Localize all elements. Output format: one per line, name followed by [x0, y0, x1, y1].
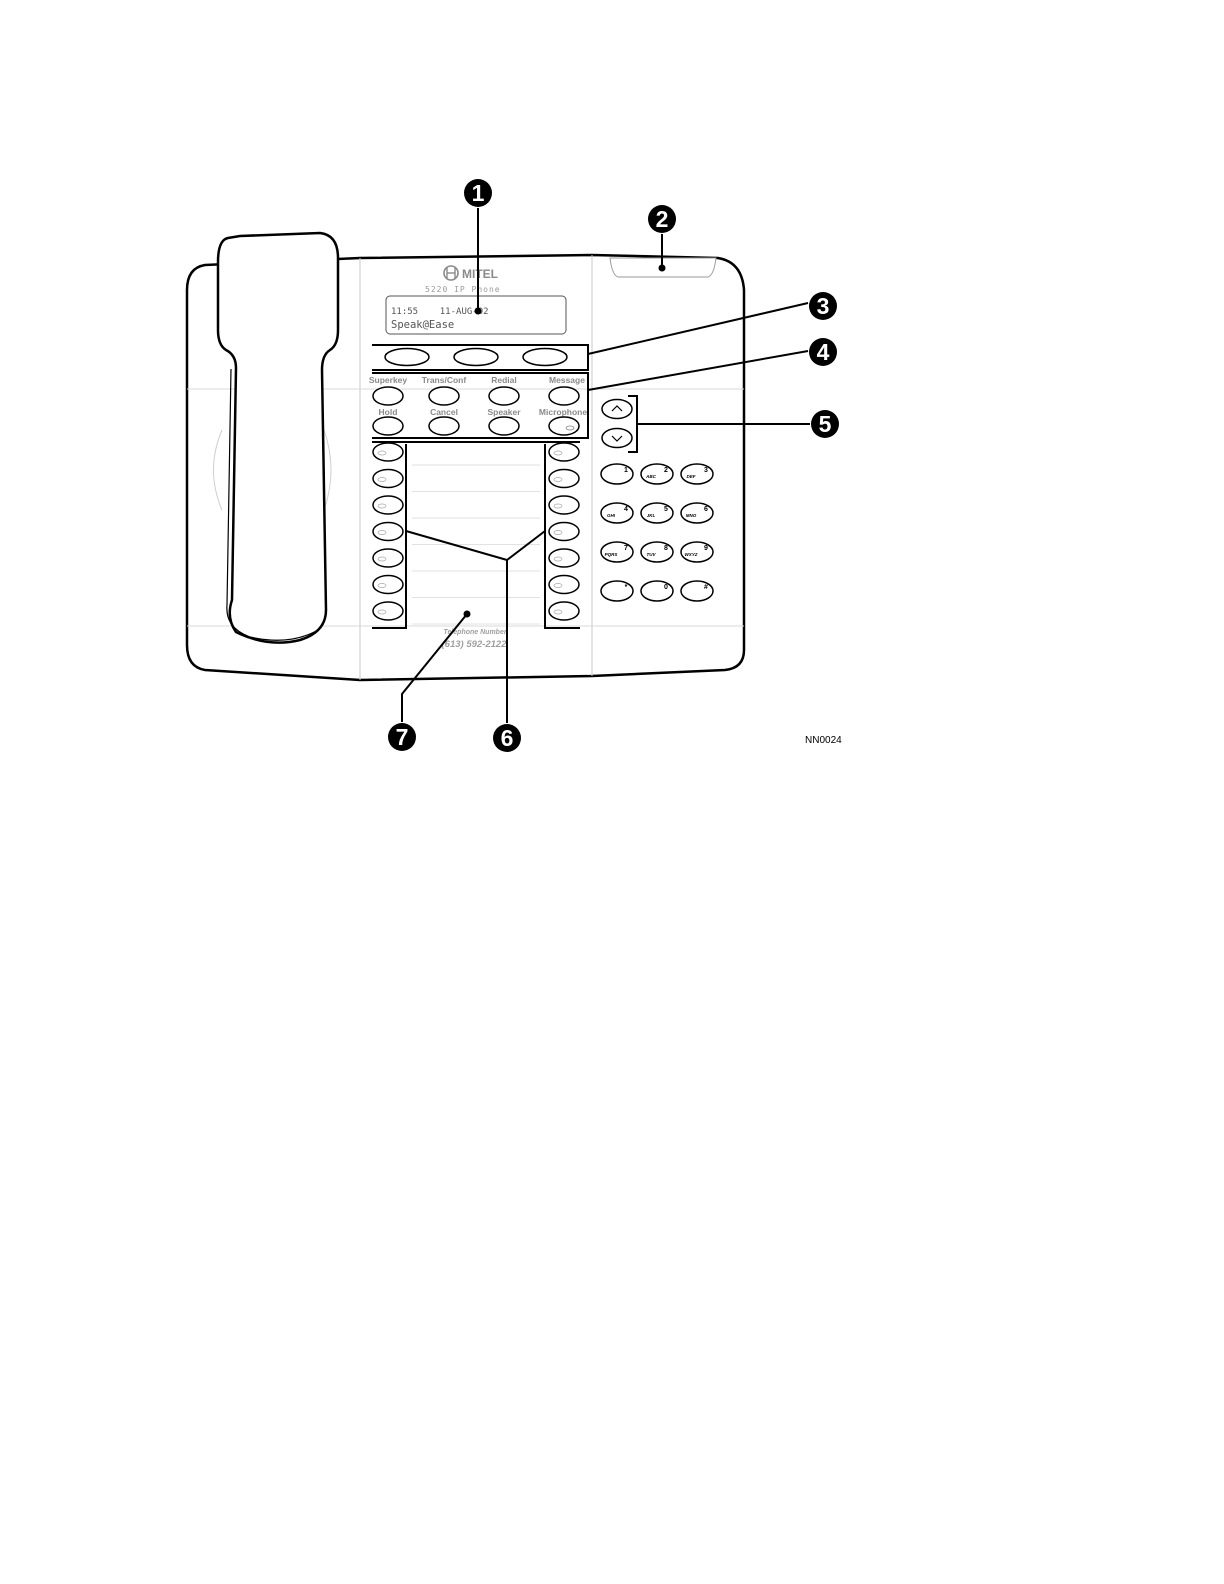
dial-key-digit: 4 [624, 506, 628, 513]
dial-key-letters: JKL [647, 513, 656, 518]
callout-5: 5 [811, 410, 839, 438]
handset[interactable] [218, 233, 338, 643]
feature-label-message: Message [549, 375, 585, 385]
callout-6: 6 [493, 724, 521, 752]
callout-1-endpoint [475, 308, 482, 315]
programmable-key-left-3[interactable] [373, 496, 403, 514]
dial-key-letters: TUV [647, 552, 657, 557]
programmable-key-right-6[interactable] [549, 576, 579, 594]
figure-id: NN0024 [805, 735, 842, 746]
dial-key-digit: 3 [704, 467, 708, 474]
message-button[interactable] [549, 387, 579, 405]
redial-button[interactable] [489, 387, 519, 405]
superkey-button[interactable] [373, 387, 403, 405]
callout-7-endpoint [464, 611, 471, 618]
dial-key-digit: 6 [704, 506, 708, 513]
callout-1: 1 [464, 179, 492, 207]
callout-4: 4 [809, 338, 837, 366]
dial-key-digit: 7 [624, 545, 628, 552]
display-line-2: Speak@Ease [391, 319, 454, 331]
hold-button[interactable] [373, 417, 403, 435]
dial-key-pound[interactable] [681, 581, 713, 601]
programmable-key-left-1[interactable] [373, 443, 403, 461]
programmable-key-left-2[interactable] [373, 470, 403, 488]
feature-label-redial: Redial [491, 375, 517, 385]
softkey-1[interactable] [385, 349, 429, 366]
callout-3-number: 3 [817, 293, 830, 319]
dial-key-digit: * [625, 584, 628, 591]
dial-key-digit: 5 [664, 506, 668, 513]
programmable-key-right-3[interactable] [549, 496, 579, 514]
dial-key-digit: 8 [664, 545, 668, 552]
display-line-1: 11:55 11-AUG-02 [391, 307, 489, 317]
feature-label-hold: Hold [379, 407, 398, 417]
programmable-key-right-4[interactable] [549, 523, 579, 541]
programmable-key-right-1[interactable] [549, 443, 579, 461]
programmable-key-left-4[interactable] [373, 523, 403, 541]
callout-7-number: 7 [396, 724, 409, 750]
dial-key-4[interactable] [601, 503, 633, 523]
programmable-key-right-2[interactable] [549, 470, 579, 488]
programmable-key-left-6[interactable] [373, 576, 403, 594]
speaker-button[interactable] [489, 417, 519, 435]
brand-name: MITEL [462, 267, 498, 281]
volume-up-button[interactable] [602, 400, 632, 419]
programmable-key-left-5[interactable] [373, 549, 403, 567]
feature-label-speaker: Speaker [487, 407, 521, 417]
callout-2-endpoint [659, 265, 666, 272]
dial-key-letters: MNO [686, 513, 697, 518]
dial-key-digit: 1 [624, 467, 628, 474]
dial-key-letters: WXYZ [685, 552, 698, 557]
callout-3: 3 [809, 292, 837, 320]
dial-key-digit: 0 [664, 584, 668, 591]
programmable-key-left-7[interactable] [373, 602, 403, 620]
dial-key-letters: DEF [687, 474, 696, 479]
feature-label-cancel: Cancel [430, 407, 458, 417]
cancel-button[interactable] [429, 417, 459, 435]
microphone-button[interactable] [549, 417, 579, 435]
callout-5-number: 5 [819, 411, 832, 437]
programmable-key-right-5[interactable] [549, 549, 579, 567]
dial-key-1[interactable] [601, 464, 633, 484]
callout-4-number: 4 [817, 339, 830, 365]
callout-2: 2 [648, 205, 676, 233]
trans-conf-button[interactable] [429, 387, 459, 405]
callout-7: 7 [388, 723, 416, 751]
dial-key-letters: PQRS [605, 552, 618, 557]
softkey-3[interactable] [523, 349, 567, 366]
dial-key-star[interactable] [601, 581, 633, 601]
dial-key-digit: 9 [704, 545, 708, 552]
model-name: 5220 IP Phone [425, 285, 501, 294]
feature-label-microphone: Microphone [539, 407, 587, 417]
programmable-key-right-7[interactable] [549, 602, 579, 620]
dial-key-0[interactable] [641, 581, 673, 601]
volume-down-button[interactable] [602, 429, 632, 448]
directory-card-number: (613) 592-2122 [442, 639, 508, 650]
callout-1-number: 1 [472, 180, 485, 206]
callout-2-number: 2 [656, 206, 669, 232]
softkey-2[interactable] [454, 349, 498, 366]
dial-key-letters: ABC [645, 474, 656, 479]
dial-key-digit: 2 [664, 467, 668, 474]
feature-label-superkey: Superkey [369, 375, 408, 385]
callout-6-number: 6 [501, 725, 514, 751]
dial-key-digit: # [704, 584, 708, 591]
dial-key-letters: GHI [607, 513, 616, 518]
feature-label-trans-conf: Trans/Conf [422, 375, 467, 385]
